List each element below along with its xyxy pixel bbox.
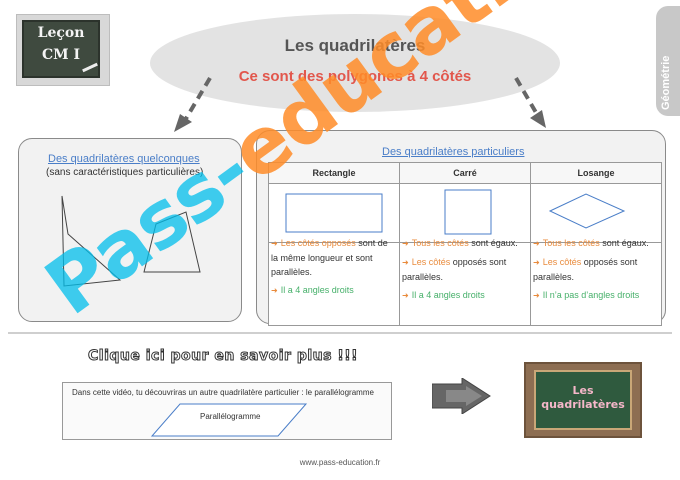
general-quadrilaterals-title: Des quadrilatères quelconques [48, 153, 200, 165]
bullet-icon: ➜ [402, 291, 409, 300]
page-title: Les quadrilatères [284, 36, 426, 55]
footer-url[interactable]: www.pass-education.fr [299, 458, 381, 467]
video-thumbnail-chalkboard: Les quadrilatères [534, 370, 632, 430]
general-quadrilaterals-subtitle: (sans caractéristiques particulières) [46, 167, 204, 178]
rhombus-property-1: ➜Tous les côtés sont égaux. [533, 238, 649, 248]
square-property-1: ➜Tous les côtés sont égaux. [402, 238, 518, 248]
video-description: Dans cette vidéo, tu découvriras un autr… [72, 388, 374, 397]
title-ellipse [150, 14, 560, 112]
column-header-rectangle: Rectangle [268, 162, 400, 184]
bullet-icon: ➜ [271, 239, 278, 248]
general-quadrilaterals-box [18, 138, 242, 322]
rhombus-properties-cell [530, 242, 662, 326]
column-header-square: Carré [399, 162, 531, 184]
rectangle-property-1: ➜Les côtés opposés sont de la même longu… [271, 238, 388, 277]
rectangle-properties: ➜Les côtés opposés sont de la même longu… [271, 236, 393, 298]
right-dashed-arrow-icon [514, 76, 546, 128]
rectangle-shape-cell [268, 183, 400, 243]
irregular-quadrilaterals-figure [61, 195, 201, 287]
rhombus-property-3: ➜Il n’a pas d’angles droits [533, 290, 640, 300]
square-shape [444, 189, 492, 234]
bullet-icon: ➜ [271, 286, 278, 295]
more-info-link[interactable]: Clique ici pour en savoir plus !!! [88, 348, 358, 365]
rectangle-shape [285, 193, 383, 232]
lesson-badge-line2: CM I [41, 47, 81, 63]
video-thumbnail[interactable]: Les quadrilatères [524, 362, 642, 438]
parallelogram-label: Parallélogramme [200, 412, 261, 421]
bullet-icon: ➜ [533, 291, 540, 300]
page-subtitle: Ce sont des polygones à 4 côtés [238, 68, 472, 85]
bullet-icon: ➜ [402, 258, 409, 267]
square-properties-cell [399, 242, 531, 326]
lesson-badge-chalkboard: Leçon CM I [22, 20, 100, 78]
rhombus-shape-cell [530, 183, 662, 243]
left-dashed-arrow-icon [174, 76, 212, 132]
bullet-icon: ➜ [402, 239, 409, 248]
square-property-2: ➜Les côtés opposés sont parallèles. [402, 257, 507, 282]
video-thumbnail-line2: quadrilatères [541, 398, 625, 411]
section-divider [8, 332, 672, 334]
bullet-icon: ➜ [533, 258, 540, 267]
square-property-3: ➜Il a 4 angles droits [402, 290, 485, 300]
square-shape-cell [399, 183, 531, 243]
bullet-icon: ➜ [533, 239, 540, 248]
rhombus-properties: ➜Tous les côtés sont égaux. ➜Les côtés o… [533, 236, 657, 303]
lesson-badge-line1: Leçon [37, 25, 85, 41]
forward-arrow-icon [432, 378, 491, 414]
rhombus-property-2: ➜Les côtés opposés sont parallèles. [533, 257, 638, 282]
parallelogram-shape [150, 403, 308, 437]
rectangle-properties-cell [268, 242, 400, 326]
special-quadrilaterals-table: Rectangle Carré Losange [268, 162, 662, 326]
column-header-rhombus: Losange [530, 162, 662, 184]
rectangle-property-2: ➜Il a 4 angles droits [271, 285, 354, 295]
video-thumbnail-line1: Les [572, 384, 594, 397]
square-properties: ➜Tous les côtés sont égaux. ➜Les côtés o… [402, 236, 524, 303]
side-tab: Géométrie [656, 6, 680, 116]
special-quadrilaterals-title: Des quadrilatères particuliers [382, 146, 525, 158]
video-thumbnail-title: Les quadrilatères [536, 384, 630, 412]
side-tab-label: Géométrie [660, 55, 672, 110]
rhombus-shape [548, 192, 626, 229]
